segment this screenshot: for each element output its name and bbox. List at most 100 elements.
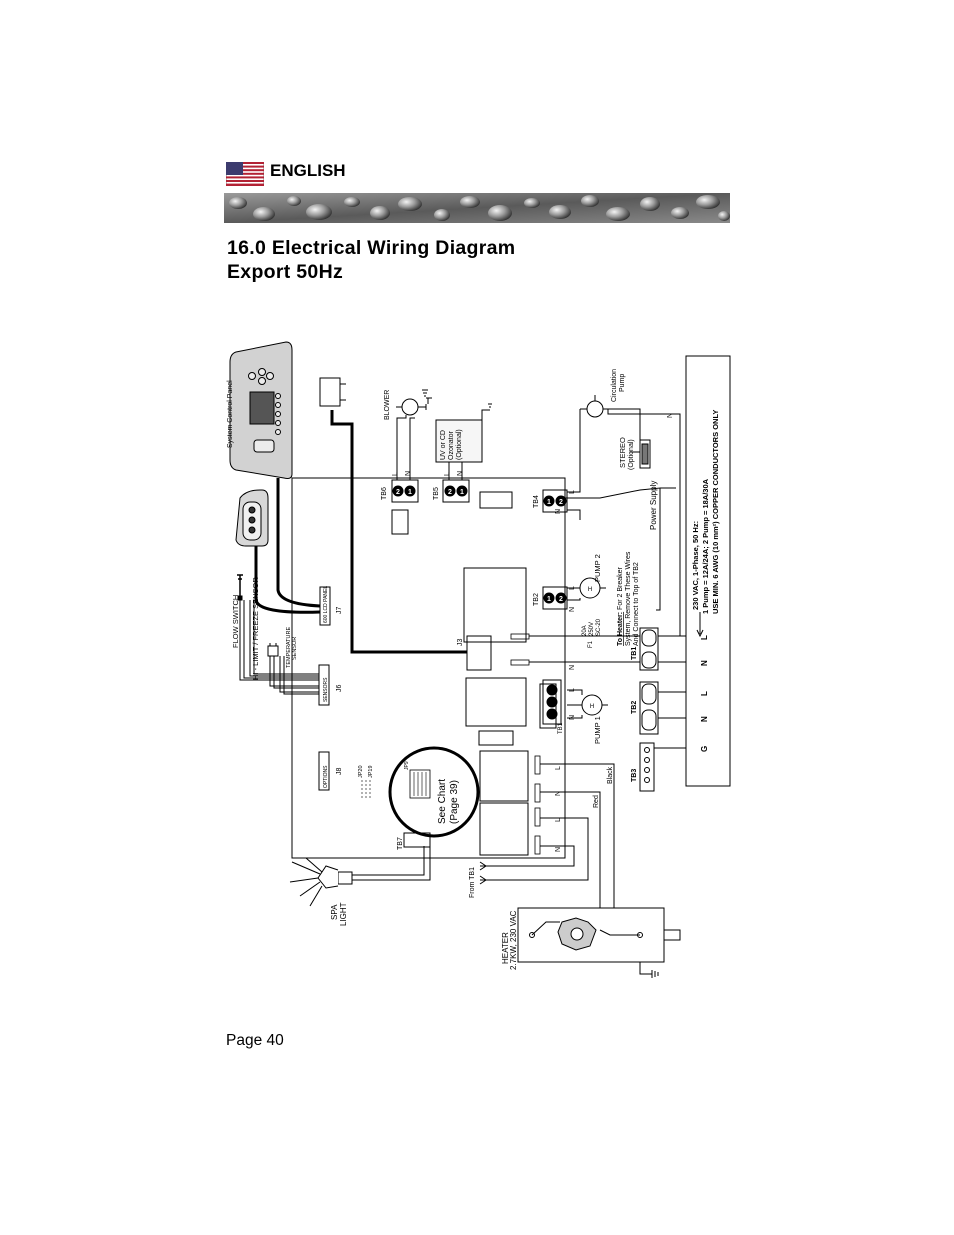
svg-text:1: 1 <box>547 499 551 506</box>
j8-label: J8 <box>336 768 343 776</box>
tb2-l-label: L <box>700 691 709 696</box>
pump1-n-label: N <box>569 715 576 720</box>
stereo-label-2: (Optional) <box>628 439 635 470</box>
main-tb2-label: TB2 <box>631 701 638 714</box>
jp20-label: JP20 <box>358 765 364 778</box>
uv-ozonator-box <box>435 419 483 463</box>
svg-text:H: H <box>590 704 594 710</box>
tb3-g-label: G <box>700 746 709 752</box>
main-tb2-terminal <box>639 681 686 735</box>
us-flag-icon <box>226 162 264 186</box>
tb4-l-label: L <box>569 490 576 494</box>
pump-1-label: PUMP 1 <box>593 716 602 744</box>
stereo-connector <box>630 439 651 469</box>
tb6-n-label: N <box>405 471 412 476</box>
heater-note-label-2: System, Remove These Wires <box>625 551 632 646</box>
main-tb3-terminal <box>639 742 686 792</box>
relay1-l-label: L <box>555 766 562 770</box>
flow-switch-icon <box>237 574 243 601</box>
svg-text:1: 1 <box>547 596 551 603</box>
relay2-l-label: L <box>555 818 562 822</box>
blower-icon <box>396 389 432 416</box>
relay2-n-label: N <box>555 847 562 852</box>
power-spec-line-3: USE MIN. 6 AWG (10 mm²) COPPER CONDUCTOR… <box>711 410 720 614</box>
page-title: 16.0 Electrical Wiring Diagram Export 50… <box>227 236 515 284</box>
temperature-sensor-label-2: SENSOR <box>292 637 298 660</box>
tb5-l-label: L <box>444 472 451 476</box>
control-board <box>291 477 566 859</box>
title-line-1: 16.0 Electrical Wiring Diagram <box>227 237 516 259</box>
heater-label-2: 2.7KW, 230 VAC <box>509 910 518 970</box>
fuse-n-label: N <box>569 665 576 670</box>
heater-label-1: HEATER <box>501 932 510 964</box>
see-chart-callout <box>388 746 480 838</box>
tb2-n-label: N <box>700 716 709 722</box>
main-tb1-terminal <box>639 627 686 671</box>
power-spec-line-2: 1 Pump = 12A/24A; 2 Pump = 18A/30A <box>701 478 710 614</box>
system-control-panel-label: System Control Panel <box>227 380 234 448</box>
tb1-n-label: N <box>700 660 709 666</box>
uv-label-2: Ozonator <box>448 431 455 460</box>
temperature-sensor-icon <box>267 643 279 657</box>
j6-connector <box>318 664 330 706</box>
jumper-block <box>409 769 431 799</box>
svg-text:1: 1 <box>408 489 412 496</box>
tb5-n-label: N <box>457 471 464 476</box>
hi-limit-freeze-label: HI - LIMIT / FREEZE SENSOR <box>251 577 260 680</box>
options-label: OPTIONS <box>323 765 329 788</box>
tb1-board-terminal <box>542 679 562 725</box>
svg-text:2: 2 <box>559 596 563 603</box>
heater-note-label-3: And Connect to Top of TB2 <box>633 562 640 646</box>
sensors-label: SENSORS <box>323 677 329 702</box>
svg-text:2: 2 <box>559 499 563 506</box>
tb6-terminal: 2 1 <box>391 479 419 503</box>
stereo-label-1: STEREO <box>618 437 627 468</box>
tb6-l-label: L <box>392 472 399 476</box>
main-tb1-label: TB1 <box>631 647 638 660</box>
spa-light-icon <box>289 857 353 907</box>
from-tb1-label: From TB1 <box>469 867 476 898</box>
pump2-l-label: L <box>569 586 576 590</box>
see-chart-label-2: (Page 39) <box>449 780 460 824</box>
system-control-panel-icon <box>229 341 293 479</box>
fuse-label-1: 20A <box>582 625 588 636</box>
spa-light-label-1: SPA <box>330 904 339 920</box>
tb5-label: TB5 <box>433 487 440 500</box>
flow-switch-label: FLOW SWITCH <box>231 595 240 648</box>
water-droplets-banner <box>224 193 730 223</box>
temperature-sensor-label-1: TEMPERATURE <box>286 627 292 668</box>
see-chart-label-1: See Chart <box>437 779 448 824</box>
tb4-terminal: 1 2 <box>542 489 568 513</box>
j6-label: J6 <box>336 685 343 693</box>
tb1-board-label: TB1 <box>558 722 564 734</box>
svg-text:2: 2 <box>448 489 452 496</box>
circulation-pump-label-1: Circulation <box>611 369 618 402</box>
tb2-board-label: TB2 <box>533 593 540 606</box>
tb6-label: TB6 <box>381 487 388 500</box>
red-wire-label: Red <box>593 795 600 808</box>
language-label: ENGLISH <box>270 161 346 180</box>
fuse-label-2: 250V <box>589 622 595 636</box>
uv-label-3: (Optional) <box>456 429 463 460</box>
tb1-l-label: L <box>700 635 709 640</box>
circulation-n-label: N <box>667 413 674 418</box>
svg-text:2: 2 <box>396 489 400 496</box>
to-heater-label: To Heater: For 2 Breaker <box>617 566 624 646</box>
svg-text:H: H <box>588 587 592 593</box>
circulation-pump-icon <box>580 395 608 418</box>
title-line-2: Export 50Hz <box>227 261 343 283</box>
heater-icon <box>517 907 681 978</box>
blower-label: BLOWER <box>384 390 391 420</box>
relay1-n-label: N <box>555 791 562 796</box>
lcd-panel-label: 600 LCD PANEL <box>323 586 329 623</box>
circulation-pump-label-2: Pump <box>619 374 626 392</box>
pump-2-icon: H <box>567 577 606 599</box>
power-spec-line-1: 230 VAC, 1-Phase, 50 Hz: <box>691 521 700 610</box>
jp9-label: JP9 <box>404 761 410 770</box>
power-supply-label: Power Supply <box>649 481 658 530</box>
j7-label: J7 <box>336 607 343 615</box>
pump1-l-label: L <box>569 688 576 692</box>
j8-connector <box>318 751 330 791</box>
auxiliary-panel-icon <box>235 489 269 547</box>
